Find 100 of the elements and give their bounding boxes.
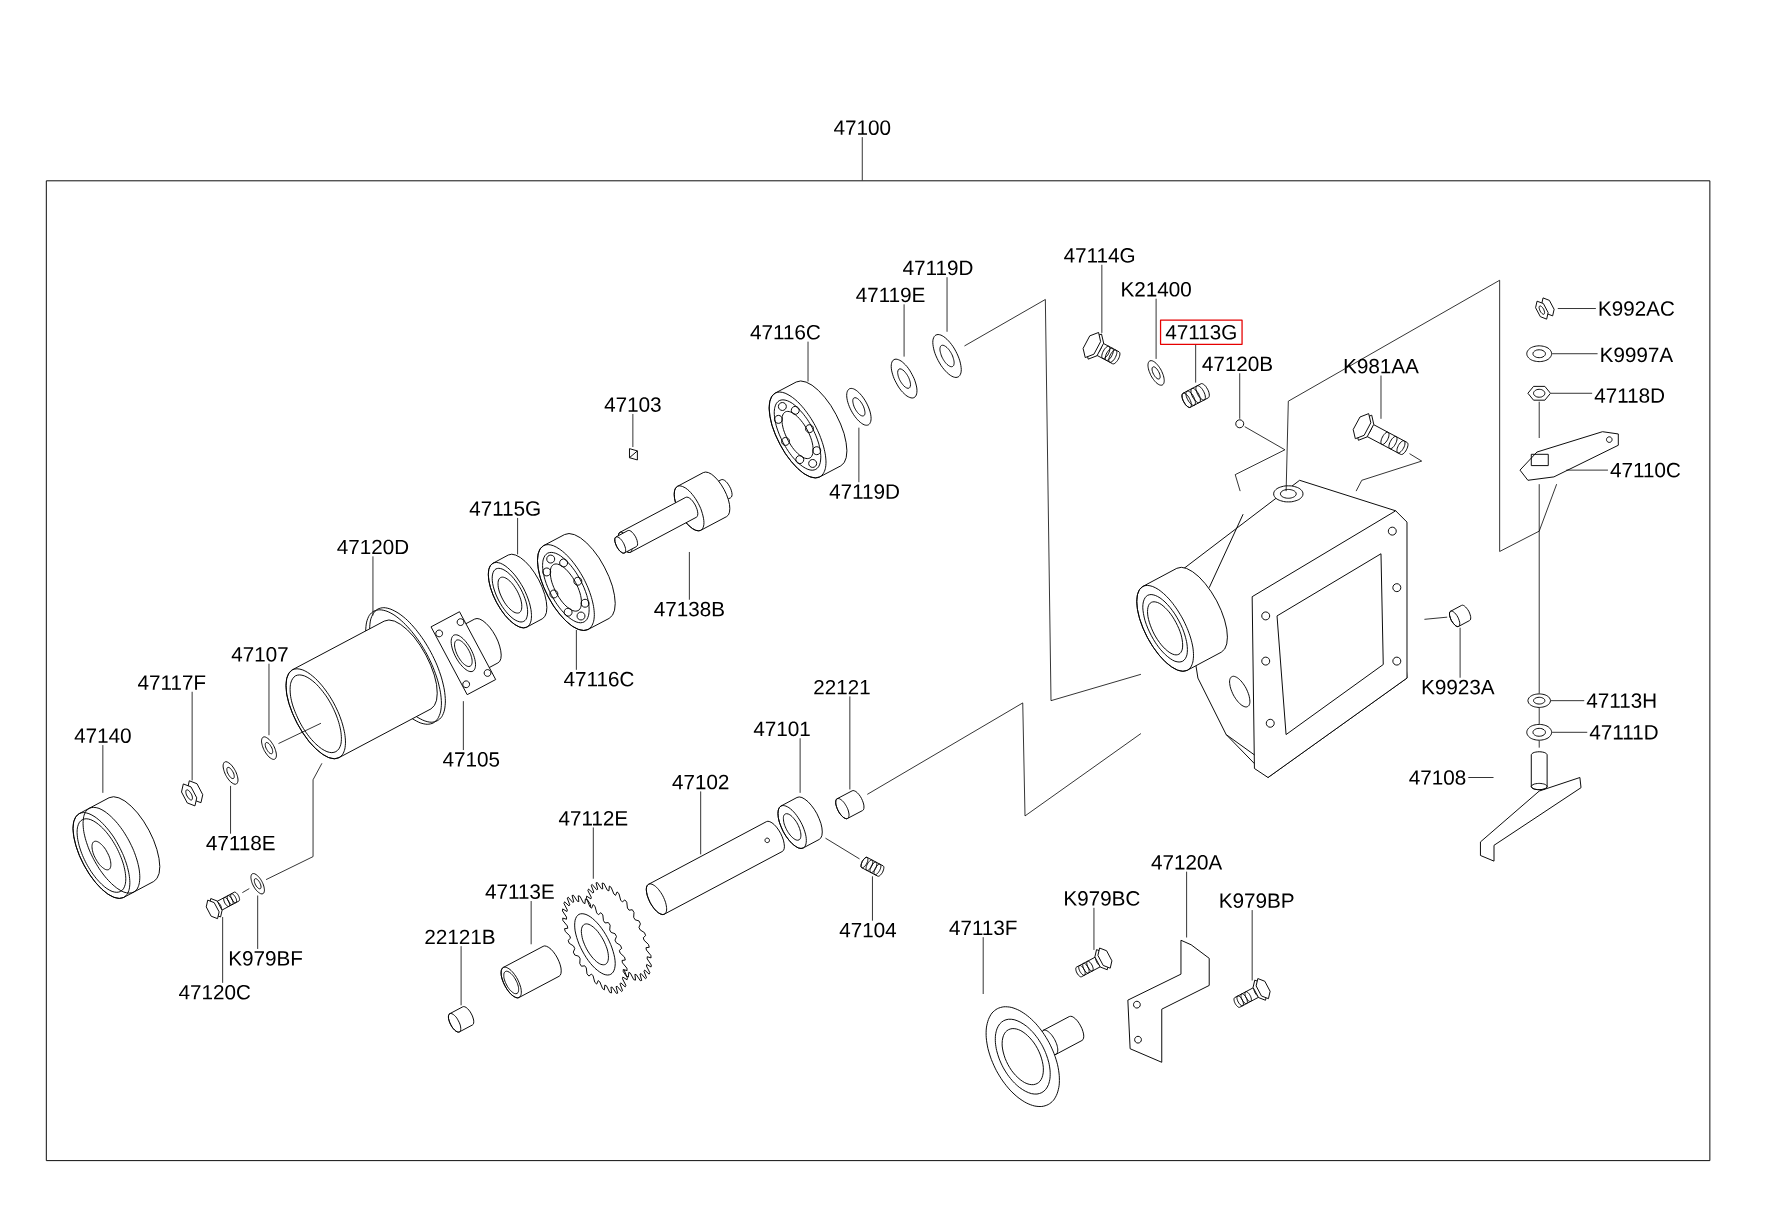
shift-fork-drawing xyxy=(1479,751,1582,862)
diagram-frame xyxy=(45,180,1711,1161)
leader-line xyxy=(1557,307,1597,309)
bolt-drawing xyxy=(205,891,241,919)
leader-line xyxy=(1186,871,1187,938)
part-number: K979BF xyxy=(229,950,303,966)
leader-line xyxy=(257,894,259,950)
leader-line xyxy=(858,427,860,483)
leader-line xyxy=(799,737,801,794)
washer-drawing xyxy=(846,387,872,426)
flange-drawing xyxy=(430,611,502,695)
bushing-drawing xyxy=(777,796,823,849)
bolt-drawing xyxy=(1233,977,1271,1008)
part-number: 47113G xyxy=(1159,319,1243,345)
part-number: K21400 xyxy=(1122,281,1191,297)
washer-drawing xyxy=(222,761,239,785)
leader-line xyxy=(1101,264,1103,334)
alignment-line xyxy=(1355,453,1423,492)
leader-line xyxy=(1251,909,1253,981)
gear-shaft-drawing xyxy=(614,471,733,554)
part-number: 47111D xyxy=(1589,725,1658,740)
part-number: 47107 xyxy=(231,646,288,662)
washer-drawing xyxy=(890,358,918,399)
part-number: 47120A xyxy=(1151,854,1223,870)
leader-line xyxy=(688,551,690,600)
alignment-line xyxy=(1538,401,1540,439)
part-number: 47113H xyxy=(1586,693,1656,708)
washer-drawing xyxy=(1147,359,1165,386)
leader-line xyxy=(1551,353,1598,354)
leader-line xyxy=(462,700,464,751)
leader-line xyxy=(700,790,702,855)
screw-drawing xyxy=(860,856,885,877)
leader-line xyxy=(1380,374,1382,419)
part-number: 47100 xyxy=(834,120,891,135)
part-number: 47118E xyxy=(206,835,275,851)
leader-line xyxy=(1093,907,1095,951)
leader-line xyxy=(903,303,905,357)
ball-drawing xyxy=(1235,419,1245,429)
part-number: 47112E xyxy=(558,810,628,826)
part-number: 47138B xyxy=(654,601,724,617)
part-number: 22121B xyxy=(425,929,495,944)
alignment-line xyxy=(1234,426,1286,492)
nut-drawing xyxy=(1535,297,1555,320)
nut-drawing xyxy=(1527,385,1551,401)
alignment-line xyxy=(825,837,860,860)
bracket-drawing xyxy=(1127,939,1210,1063)
leader-line xyxy=(1459,627,1461,678)
alignment-line xyxy=(278,722,322,744)
part-number: 47105 xyxy=(443,751,500,767)
part-number: K979BC xyxy=(1065,890,1140,906)
leader-line xyxy=(807,341,809,382)
shaft-drawing xyxy=(645,820,785,915)
part-number: 47120B xyxy=(1202,356,1272,371)
part-number: 47110C xyxy=(1610,462,1681,478)
nut-drawing xyxy=(181,780,204,807)
bearing-drawing xyxy=(768,380,848,479)
part-number: K9997A xyxy=(1601,347,1674,362)
seal-drawing xyxy=(487,553,548,629)
leader-line xyxy=(1195,344,1197,383)
leader-line xyxy=(517,517,518,555)
part-number: 47140 xyxy=(74,728,131,743)
leader-line xyxy=(222,916,224,984)
part-number: 47119D xyxy=(829,484,899,499)
leader-line xyxy=(372,555,374,616)
leader-line xyxy=(1467,776,1494,778)
part-number: 47104 xyxy=(839,922,897,938)
part-number: 47102 xyxy=(672,774,729,790)
part-number: 47116C xyxy=(750,324,821,340)
leader-line xyxy=(268,663,270,736)
part-number: 47118D xyxy=(1594,388,1664,403)
pin-drawing xyxy=(835,789,865,819)
gear-drawing xyxy=(562,881,652,994)
washer-drawing xyxy=(1526,723,1553,741)
part-number: K981AA xyxy=(1344,358,1419,374)
leader-line xyxy=(575,629,577,670)
bolt-drawing xyxy=(1352,412,1409,455)
part-number: 47113E xyxy=(485,884,554,899)
bolt-drawing xyxy=(1082,331,1121,365)
washer-drawing xyxy=(250,872,265,895)
part-number: 47119D xyxy=(903,260,973,275)
part-number: 47117F xyxy=(138,675,206,690)
key-drawing xyxy=(629,447,638,461)
washer-drawing xyxy=(1527,693,1551,708)
part-number: 47101 xyxy=(753,721,810,736)
leader-line xyxy=(1551,731,1588,733)
alignment-line xyxy=(1538,740,1540,748)
part-number: 22121 xyxy=(814,679,870,695)
housing-drawing xyxy=(1136,479,1408,778)
part-number: 47108 xyxy=(1409,769,1466,785)
washer-drawing xyxy=(1526,345,1553,362)
spring-drawing xyxy=(1181,382,1210,408)
leader-line xyxy=(1550,392,1593,394)
leader-line xyxy=(1239,372,1241,419)
leader-line xyxy=(530,900,532,945)
alignment-line xyxy=(1538,707,1540,725)
pin-drawing xyxy=(447,1005,475,1033)
leader-line xyxy=(191,691,193,781)
washer-drawing xyxy=(261,736,277,760)
part-number: 47120C xyxy=(179,984,251,1000)
pin-drawing xyxy=(1449,604,1472,627)
